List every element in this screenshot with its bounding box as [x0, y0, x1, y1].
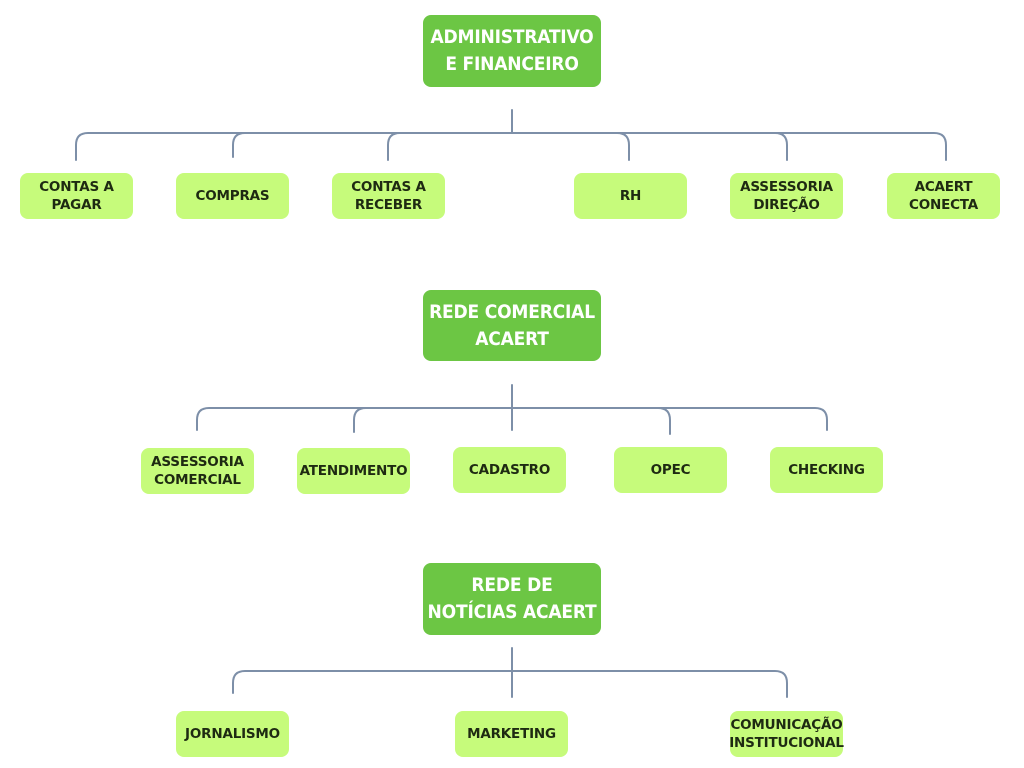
connector-group-administrativo [75, 109, 947, 161]
org-node-acaert-conecta: ACAERT CONECTA [887, 173, 1000, 219]
org-node-rh: RH [574, 173, 687, 219]
connector-group-rede-comercial [196, 384, 828, 435]
org-node-atendimento: ATENDIMENTO [297, 448, 410, 494]
org-node-compras: COMPRAS [176, 173, 289, 219]
org-node-jornalismo: JORNALISMO [176, 711, 289, 757]
org-node-assessoria-comercial: ASSESSORIA COMERCIAL [141, 448, 254, 494]
org-node-contas-a-receber: CONTAS A RECEBER [332, 173, 445, 219]
org-node-rede-de-noticias-acaert: REDE DE NOTÍCIAS ACAERT [423, 563, 601, 635]
org-node-checking: CHECKING [770, 447, 883, 493]
org-node-comunicacao-institucional: COMUNICAÇÃO INSTITUCIONAL [729, 711, 844, 757]
org-node-contas-a-pagar: CONTAS A PAGAR [20, 173, 133, 219]
org-node-assessoria-direcao: ASSESSORIA DIREÇÃO [730, 173, 843, 219]
org-node-opec: OPEC [614, 447, 727, 493]
org-node-cadastro: CADASTRO [453, 447, 566, 493]
org-node-marketing: MARKETING [455, 711, 568, 757]
org-node-rede-comercial-acaert: REDE COMERCIAL ACAERT [423, 290, 601, 361]
connector-group-rede-noticias [232, 647, 788, 698]
org-node-administrativo-financeiro: ADMINISTRATIVO E FINANCEIRO [423, 15, 601, 87]
